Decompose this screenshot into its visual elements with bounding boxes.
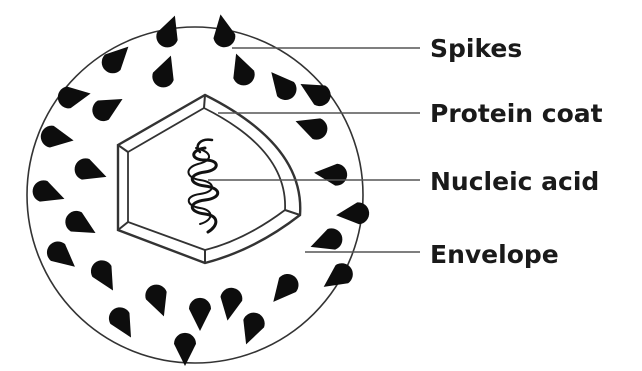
label-protein-coat: Protein coat — [430, 99, 603, 128]
spike — [30, 177, 69, 209]
spike — [217, 286, 244, 322]
spike — [292, 111, 331, 143]
spike — [42, 237, 82, 275]
protein-coat-edge-top — [204, 95, 205, 108]
spike — [189, 298, 211, 331]
label-spikes: Spikes — [430, 34, 522, 63]
spike — [236, 310, 268, 349]
spike — [87, 256, 123, 296]
spike — [265, 269, 303, 309]
spike — [263, 65, 301, 105]
spike — [56, 83, 92, 110]
label-envelope: Envelope — [430, 240, 559, 269]
spike — [97, 39, 136, 78]
spike — [105, 303, 141, 343]
spike — [149, 52, 181, 91]
spike — [39, 124, 75, 151]
spike — [61, 207, 101, 243]
spike — [226, 50, 258, 89]
spike — [335, 201, 370, 226]
spike — [313, 162, 348, 187]
spike — [295, 74, 335, 110]
spike — [88, 89, 128, 125]
spike — [317, 259, 357, 296]
spike — [72, 155, 111, 187]
label-nucleic-acid: Nucleic acid — [430, 167, 599, 196]
protein-coat — [118, 95, 300, 263]
spike — [142, 282, 174, 321]
spike — [174, 333, 196, 366]
